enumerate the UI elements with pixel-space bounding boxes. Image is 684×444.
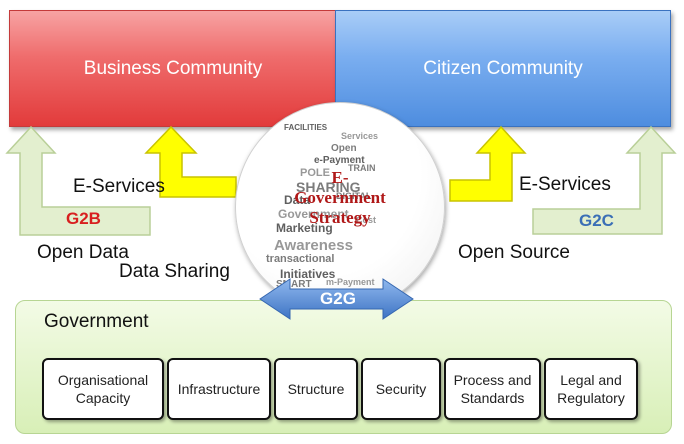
component-infrastructure: Infrastructure <box>167 358 271 420</box>
open-data-label: Open Data <box>37 242 129 263</box>
open-source-label: Open Source <box>458 242 570 263</box>
strategy-title: E- Government Strategy <box>294 168 386 227</box>
business-community-label: Business Community <box>83 57 263 79</box>
g2c-tag: G2C <box>579 211 614 230</box>
component-organisational-capacity: Organisational Capacity <box>42 358 164 420</box>
government-box: Government Organisational Capacity Infra… <box>15 300 672 434</box>
cloud-word: Awareness <box>274 237 353 254</box>
cloud-word: Government <box>278 207 349 221</box>
g2c-arrow <box>532 125 677 235</box>
citizen-community-box: Citizen Community <box>335 10 671 127</box>
cloud-word: Initiatives <box>280 267 336 281</box>
left-eservices-arrow <box>144 125 237 198</box>
cloud-word: e-Payment <box>314 155 365 166</box>
business-community-box: Business Community <box>9 10 337 127</box>
right-eservices-arrow <box>449 125 527 202</box>
cloud-word: transactional <box>266 253 335 265</box>
left-eservices-label: E-Services <box>73 176 165 197</box>
cloud-word: SHARING <box>296 179 361 195</box>
g2g-label: G2G <box>320 289 356 308</box>
data-sharing-label: Data Sharing <box>119 261 230 282</box>
g2b-tag: G2B <box>66 209 101 228</box>
g2g-arrow <box>259 278 414 320</box>
citizen-community-label: Citizen Community <box>423 57 583 79</box>
right-eservices-label: E-Services <box>519 174 611 195</box>
cloud-word: m-Payment <box>326 277 375 287</box>
cloud-word: SMART <box>276 279 312 290</box>
cloud-word: Open <box>331 143 357 154</box>
cloud-word: Services <box>341 131 379 141</box>
cloud-word: DIGITAL <box>336 191 372 201</box>
government-title: Government <box>44 311 149 332</box>
g2b-arrow <box>5 125 151 236</box>
cloud-word: Marketing <box>276 221 333 235</box>
cloud-word: TRAIN <box>348 163 376 173</box>
component-legal-and-regulatory: Legal and Regulatory <box>544 358 638 420</box>
component-process-and-standards: Process and Standards <box>444 358 541 420</box>
cloud-word: Data <box>284 193 311 207</box>
cloud-word: FACILITIES <box>284 123 328 132</box>
component-structure: Structure <box>274 358 358 420</box>
component-security: Security <box>361 358 441 420</box>
cloud-word: POLE <box>300 167 330 179</box>
cloud-word: Cost <box>356 215 376 225</box>
